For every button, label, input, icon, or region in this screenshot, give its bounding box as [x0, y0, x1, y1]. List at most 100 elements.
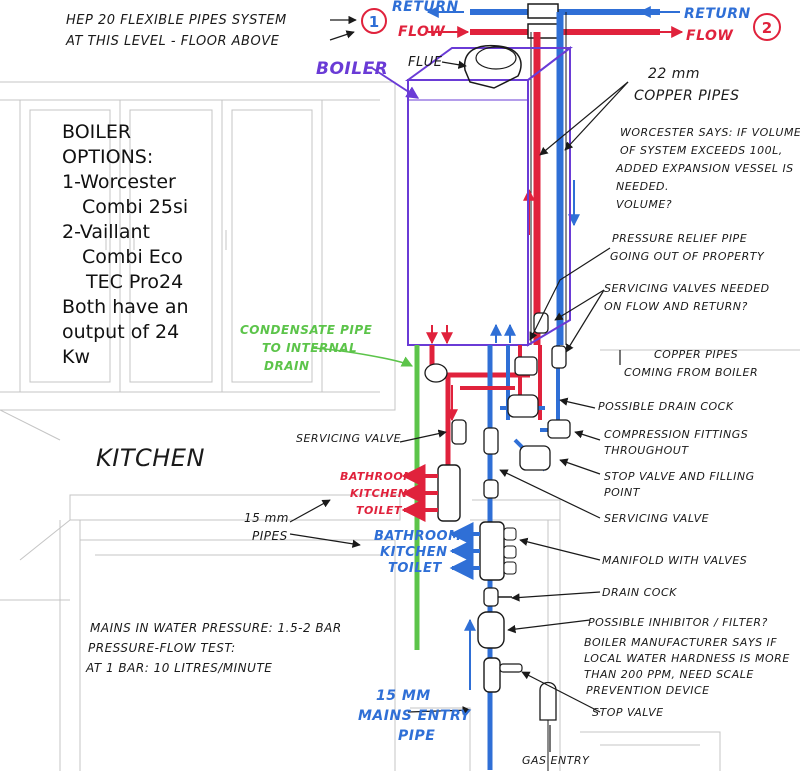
- hot-outlet-label: KITCHEN: [350, 487, 408, 500]
- mains-entry-label: 15 MM MAINS ENTRY PIPE: [358, 688, 472, 744]
- top-labels: HEP 20 FLEXIBLE PIPES SYSTEM AT THIS LEV…: [65, 0, 781, 49]
- servicing-valve-return: [551, 345, 567, 369]
- options-line: 2-Vaillant: [62, 221, 150, 243]
- elbow-fitting: [514, 356, 538, 376]
- worcester-note-line: ADDED EXPANSION VESSEL IS: [615, 162, 794, 175]
- hot-outlet-labels: BATHROOM KITCHEN TOILET: [340, 470, 415, 517]
- hardness-note-line: PREVENTION DEVICE: [586, 684, 710, 697]
- annotation-notes: WORCESTER SAYS: IF VOLUME OF SYSTEM EXCE…: [296, 126, 800, 767]
- pipework-below-boiler: [424, 312, 571, 770]
- options-line: Combi 25si: [82, 196, 188, 218]
- cold-outlet-label: TOILET: [388, 561, 442, 576]
- cold-outlet-label: KITCHEN: [380, 545, 447, 560]
- worcester-note-line: WORCESTER SAYS: IF VOLUME: [620, 126, 800, 139]
- cold-outlet-labels: BATHROOM KITCHEN TOILET: [374, 529, 462, 576]
- compression-fitting: [547, 419, 571, 439]
- boiler-unit: [404, 44, 573, 347]
- mains-stop-valve: [483, 657, 501, 693]
- compression-fittings-line: THROUGHOUT: [604, 444, 689, 457]
- mains-pressure-line: PRESSURE-FLOW TEST:: [88, 641, 236, 655]
- mains-entry-line: PIPE: [398, 728, 435, 744]
- cold-water-manifold: [449, 521, 517, 581]
- options-line: OPTIONS:: [62, 146, 153, 168]
- compression-fittings-line: COMPRESSION FITTINGS: [604, 428, 748, 441]
- copper-from-boiler-line: COPPER PIPES: [654, 348, 738, 361]
- hot-outlet-label: TOILET: [356, 504, 403, 517]
- upper-floor-pipework: [426, 3, 684, 39]
- servicing-valve-flow: [533, 312, 549, 334]
- mains-entry-line: MAINS ENTRY: [358, 708, 472, 724]
- cold-outlet-label: BATHROOM: [374, 529, 462, 544]
- hardness-note-line: LOCAL WATER HARDNESS IS MORE: [584, 652, 790, 665]
- return-label-right: RETURN: [684, 6, 751, 22]
- servicing-valve-right-label: SERVICING VALVE: [604, 512, 709, 525]
- flow-label-left: FLOW: [398, 24, 445, 40]
- servicing-valve-left-label: SERVICING VALVE: [296, 432, 401, 445]
- inhibitor-label: POSSIBLE INHIBITOR / FILTER?: [588, 616, 768, 629]
- boiler-labels: BOILER FLUE 22 mm COPPER PIPES: [316, 55, 739, 104]
- condensate-line: CONDENSATE PIPE: [240, 323, 373, 337]
- filling-loop: [519, 445, 551, 471]
- copper-pipes-size: 22 mm: [648, 66, 700, 82]
- copper-riser-pipes: [523, 12, 580, 345]
- options-line: Kw: [62, 346, 90, 368]
- copper-from-boiler-line: COMING FROM BOILER: [624, 366, 758, 379]
- mains-entry-line: 15 MM: [376, 688, 431, 704]
- worcester-note-line: VOLUME?: [616, 198, 672, 211]
- options-line: BOILER: [62, 121, 131, 143]
- copper-pipes-label: COPPER PIPES: [634, 88, 739, 104]
- inhibitor-filter: [477, 611, 505, 649]
- options-line: output of 24: [62, 321, 179, 343]
- options-line: Combi Eco: [82, 246, 183, 268]
- gas-entry-label: GAS ENTRY: [522, 754, 590, 767]
- options-line: 1-Worcester: [62, 171, 176, 193]
- kitchen-background-sketch: [0, 81, 800, 771]
- kitchen-label: KITCHEN: [96, 444, 205, 472]
- flue-pipe: [463, 44, 522, 89]
- hardness-note-line: THAN 200 PPM, NEED SCALE: [584, 668, 754, 681]
- drain-cock-valve: [483, 587, 499, 607]
- tee-fitting-flow: [527, 23, 559, 39]
- drain-cock-label: DRAIN COCK: [602, 586, 677, 599]
- hep-label-line2: AT THIS LEVEL - FLOOR ABOVE: [65, 34, 280, 49]
- hep-label-line1: HEP 20 FLEXIBLE PIPES SYSTEM: [66, 13, 287, 28]
- pressure-relief-line: GOING OUT OF PROPERTY: [610, 250, 765, 263]
- mains-pressure-line: AT 1 BAR: 10 LITRES/MINUTE: [85, 661, 272, 675]
- condensate-labels: CONDENSATE PIPE TO INTERNAL DRAIN: [240, 323, 373, 373]
- options-line: Both have an: [62, 296, 189, 318]
- callout-lines: [289, 15, 629, 752]
- stop-valve-label: STOP VALVE: [592, 706, 664, 719]
- servicing-valves-needed-line: SERVICING VALVES NEEDED: [604, 282, 770, 295]
- condensate-line: DRAIN: [264, 359, 310, 373]
- possible-drain-cock-label: POSSIBLE DRAIN COCK: [598, 400, 734, 413]
- mains-entry-fittings: [464, 587, 557, 771]
- stop-filling-line: POINT: [604, 486, 641, 499]
- return-label-left: RETURN: [392, 0, 459, 15]
- marker-1-circle: [361, 8, 387, 34]
- flue-label: FLUE: [408, 55, 443, 70]
- marker-2: 2: [762, 19, 772, 37]
- condensate-line: TO INTERNAL: [262, 341, 357, 355]
- hot-water-manifold: [401, 464, 461, 522]
- drain-cock-fitting: [507, 394, 539, 418]
- hot-outlet-label: BATHROOM: [340, 470, 415, 483]
- gas-entry-pipe: [539, 681, 557, 721]
- boiler-label: BOILER: [316, 59, 388, 79]
- mains-pressure-line: MAINS IN WATER PRESSURE: 1.5-2 BAR: [90, 621, 342, 635]
- mains-pressure-note: MAINS IN WATER PRESSURE: 1.5-2 BAR PRESS…: [85, 621, 342, 675]
- worcester-note-line: NEEDED.: [616, 180, 669, 193]
- pipes-15mm-label: 15 mm PIPES: [244, 511, 289, 543]
- servicing-valve-cold: [483, 427, 499, 455]
- tee-fitting-return: [527, 3, 559, 19]
- options-line: TEC Pro24: [85, 271, 183, 293]
- hardness-note-line: BOILER MANUFACTURER SAYS IF: [584, 636, 777, 649]
- flow-label-right: FLOW: [686, 28, 733, 44]
- pipes-15mm-line: 15 mm: [244, 511, 289, 525]
- marker-1: 1: [369, 13, 379, 31]
- servicing-valve-hot: [451, 419, 467, 445]
- pressure-relief-line: PRESSURE RELIEF PIPE: [612, 232, 747, 245]
- worcester-note-line: OF SYSTEM EXCEEDS 100L,: [620, 144, 783, 157]
- manifold-label: MANIFOLD WITH VALVES: [602, 554, 747, 567]
